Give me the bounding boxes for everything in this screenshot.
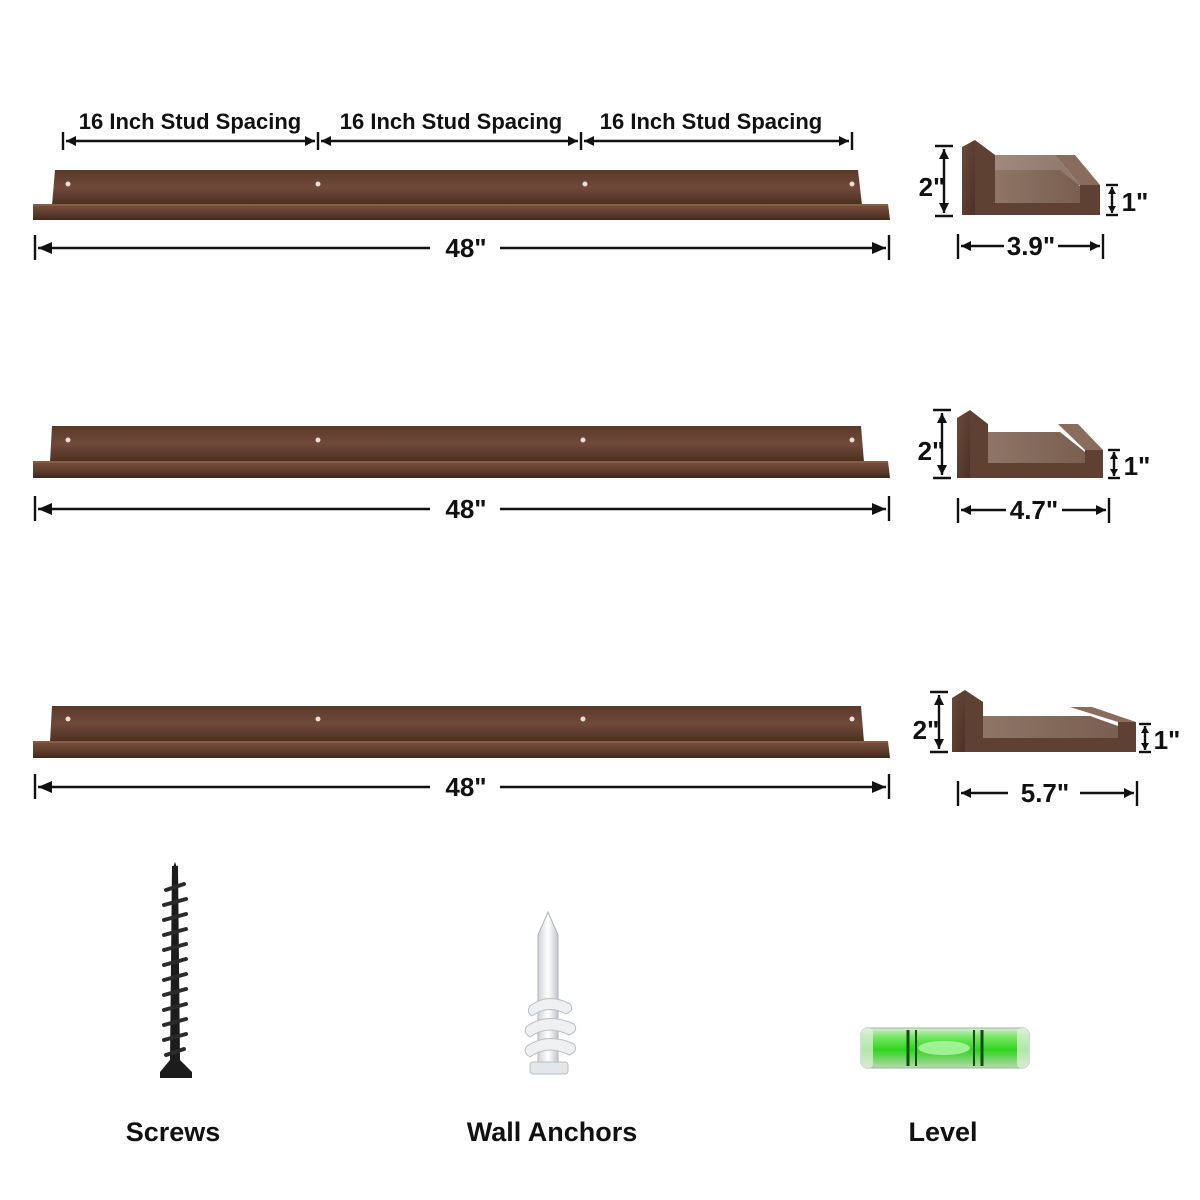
screws-label: Screws <box>126 1117 221 1147</box>
shelf-1-profile-image <box>962 140 1100 215</box>
wall-anchors-label: Wall Anchors <box>467 1117 638 1147</box>
shelf-2-height-label: 2" <box>918 436 945 466</box>
shelf-2-length-dimension: 48" <box>33 494 891 524</box>
shelf-2-height-dimension: 2" <box>918 408 951 480</box>
shelf-1-depth-label: 3.9" <box>1007 231 1055 261</box>
shelf-2: 48" 2" 1" 4.7" <box>33 408 1151 525</box>
shelf-1-lip-label: 1" <box>1122 187 1149 217</box>
shelf-2-depth-dimension: 4.7" <box>956 495 1111 525</box>
shelf-1-height-dimension: 2" <box>919 144 953 218</box>
stud-spacing-label-3: 16 Inch Stud Spacing <box>600 109 822 134</box>
shelf-3-image <box>33 706 890 758</box>
shelf-3-depth-label: 5.7" <box>1021 778 1069 808</box>
wall-anchor-icon <box>524 910 577 1075</box>
shelf-1-length-dimension: 48" <box>33 233 891 263</box>
shelf-3-profile-image <box>952 690 1136 752</box>
shelf-2-length-label: 48" <box>445 494 486 524</box>
level-label: Level <box>908 1117 977 1147</box>
stud-spacing-dimension: 16 Inch Stud Spacing 16 Inch Stud Spacin… <box>61 109 854 150</box>
shelf-1-image <box>33 170 890 220</box>
shelf-3-lip-label: 1" <box>1154 725 1181 755</box>
shelf-1-height-label: 2" <box>919 172 946 202</box>
stud-spacing-label-2: 16 Inch Stud Spacing <box>340 109 562 134</box>
accessory-wall-anchors: Wall Anchors <box>467 910 638 1147</box>
shelf-3-length-label: 48" <box>445 772 486 802</box>
shelf-3-height-dimension: 2" <box>913 690 948 754</box>
shelf-3-depth-dimension: 5.7" <box>956 778 1139 808</box>
shelf-2-depth-label: 4.7" <box>1010 495 1058 525</box>
shelf-3-lip-dimension: 1" <box>1139 722 1181 755</box>
shelf-2-lip-label: 1" <box>1124 451 1151 481</box>
shelf-1-length-label: 48" <box>445 233 486 263</box>
shelf-1: 16 Inch Stud Spacing 16 Inch Stud Spacin… <box>33 109 1148 263</box>
accessory-level: Level <box>860 1027 1030 1147</box>
shelf-2-profile-image <box>957 410 1103 478</box>
screw-icon <box>160 862 192 1078</box>
accessory-screws: Screws <box>126 862 221 1147</box>
shelf-3-height-label: 2" <box>913 715 940 745</box>
shelf-2-image <box>33 426 890 478</box>
shelf-2-lip-dimension: 1" <box>1108 448 1151 481</box>
shelf-3-length-dimension: 48" <box>33 772 891 802</box>
bubble-level-icon <box>860 1027 1030 1069</box>
shelf-3: 48" 2" 1" 5.7" <box>33 690 1180 808</box>
shelf-1-depth-dimension: 3.9" <box>956 231 1105 261</box>
shelf-1-lip-dimension: 1" <box>1106 183 1149 217</box>
stud-spacing-label-1: 16 Inch Stud Spacing <box>79 109 301 134</box>
